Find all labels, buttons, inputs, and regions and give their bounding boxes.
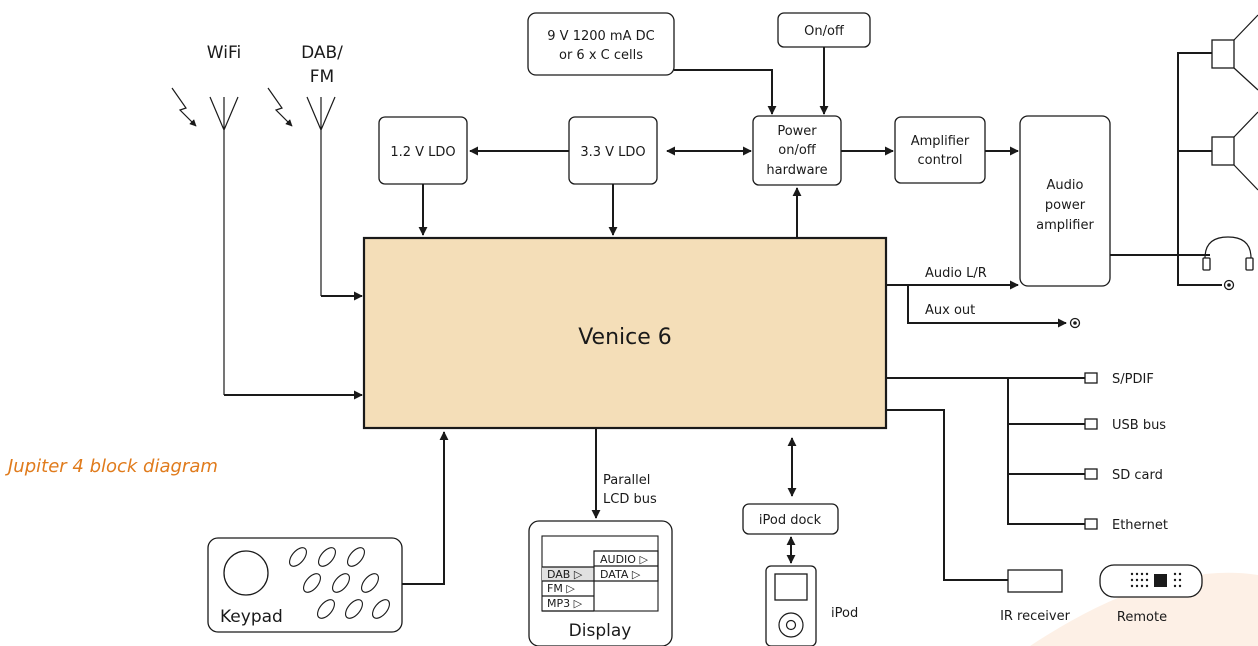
port-label-ethernet: Ethernet [1112, 518, 1168, 533]
port-label-sd: SD card [1112, 468, 1163, 483]
wifi-signal-icon [171, 87, 197, 127]
supply-block: 9 V 1200 mA DC or 6 x C cells [527, 12, 675, 76]
ldo-1v2-block: 1.2 V LDO [378, 116, 468, 185]
spdif-connector-icon [1084, 372, 1098, 384]
ldo-3v3-block: 3.3 V LDO [568, 116, 658, 185]
port-label-spdif: S/PDIF [1112, 372, 1154, 387]
headphone-wire [1177, 255, 1222, 286]
ipod-icon [765, 565, 817, 646]
power-label-line1: Power [777, 124, 817, 139]
remote-control-icon: Remote [1099, 564, 1203, 625]
keypad-dial-icon [223, 550, 269, 596]
dab-signal-icon [267, 87, 293, 127]
audio-lr-label: Audio L/R [925, 266, 987, 281]
power-label-line2: on/off [778, 143, 817, 158]
speaker-icon [1211, 111, 1258, 191]
remote-label: Remote [1117, 610, 1167, 625]
ports-bus [886, 377, 1085, 525]
background-swoosh [1030, 572, 1258, 646]
port-label-usb: USB bus [1112, 418, 1166, 433]
speaker-icon [1211, 14, 1258, 91]
audio-amp-label-line2: power [1045, 198, 1086, 213]
ipod-dock-block: iPod dock [742, 503, 839, 535]
power-label-line3: hardware [766, 163, 827, 178]
aux-out-arrow [907, 285, 1067, 328]
ldo33-label: 3.3 V LDO [580, 145, 645, 160]
usb-connector-icon [1084, 418, 1098, 430]
display-menu-mp3: MP3 ▷ [547, 597, 583, 610]
aux-out-label: Aux out [925, 303, 975, 318]
display-label: Display [569, 621, 632, 641]
audio-power-amplifier-block: Audio power amplifier [1019, 115, 1111, 287]
wifi-antenna: WiFi [171, 43, 241, 395]
display-menu-audio: AUDIO ▷ [600, 553, 648, 566]
audio-amp-label-line1: Audio [1047, 178, 1084, 193]
onoff-label: On/off [804, 24, 845, 39]
headphones-icon [1202, 236, 1254, 271]
keypad-label: Keypad [220, 607, 283, 627]
parallel-bus-label-line2: LCD bus [603, 492, 657, 507]
display-menu-data: DATA ▷ [600, 568, 641, 581]
aux-jack-icon [1069, 317, 1081, 329]
dab-fm-antenna: DAB/ FM [267, 43, 343, 296]
sd-card-connector-icon [1084, 468, 1098, 480]
ethernet-connector-icon [1084, 518, 1098, 530]
power-hardware-block: Power on/off hardware [752, 115, 842, 186]
keypad-block: Keypad [207, 537, 403, 633]
ir-receiver-block: IR receiver [1000, 569, 1071, 624]
dab-label-line2: FM [310, 67, 334, 87]
amplifier-control-block: Amplifier control [894, 116, 986, 184]
display-menu-fm: FM ▷ [547, 582, 575, 595]
onoff-switch-block: On/off [777, 12, 871, 48]
supply-label-line1: 9 V 1200 mA DC [547, 29, 654, 44]
supply-label-line2: or 6 x C cells [559, 48, 643, 63]
display-block: DAB ▷ FM ▷ MP3 ▷ AUDIO ▷ DATA ▷ Display [528, 520, 673, 646]
display-menu-dab: DAB ▷ [547, 568, 583, 581]
diagram-caption: Jupiter 4 block diagram [5, 456, 218, 477]
parallel-bus-label-line1: Parallel [603, 473, 650, 488]
amp-ctrl-label-line1: Amplifier [911, 134, 970, 149]
audio-amp-label-line3: amplifier [1036, 218, 1094, 233]
ipod-dock-label: iPod dock [759, 513, 822, 528]
ir-receiver-label: IR receiver [1000, 609, 1071, 624]
keypad-to-core-arrow [400, 431, 449, 585]
ldo12-label: 1.2 V LDO [390, 145, 455, 160]
headphone-jack-icon [1223, 279, 1235, 291]
dab-label-line1: DAB/ [301, 43, 343, 63]
venice-core-block: Venice 6 [362, 236, 888, 430]
ir-wire [886, 409, 1008, 581]
ipod-label: iPod [831, 606, 858, 621]
speaker-bus [1110, 52, 1212, 256]
core-label: Venice 6 [578, 325, 672, 350]
wifi-label: WiFi [207, 43, 241, 63]
supply-to-power-arrow [674, 69, 777, 115]
amp-ctrl-label-line2: control [917, 153, 962, 168]
